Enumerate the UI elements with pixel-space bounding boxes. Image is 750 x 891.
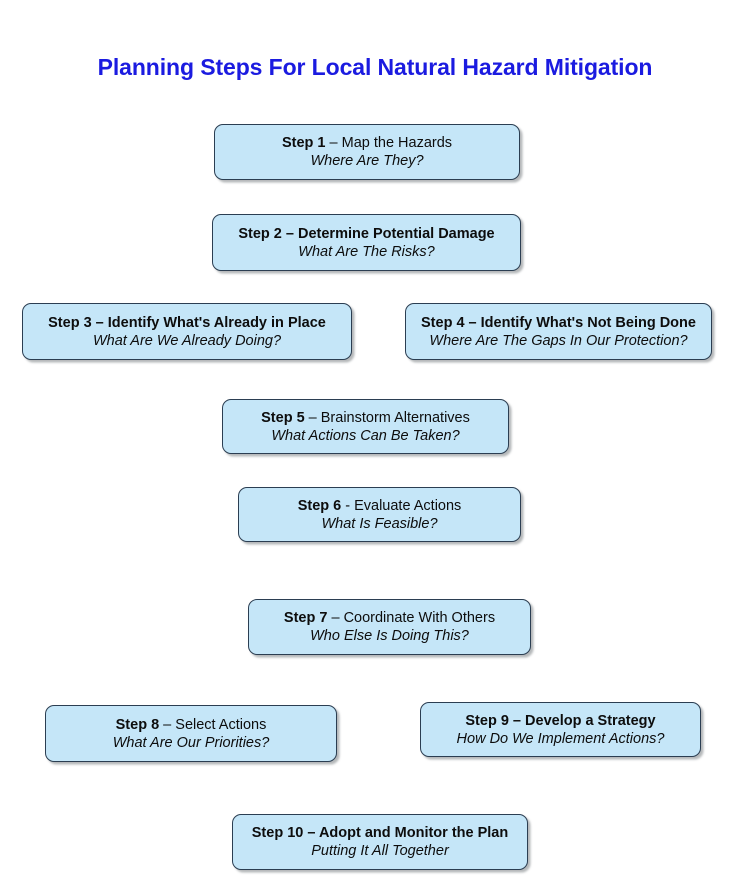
step-4-label: Step 4 (421, 314, 465, 331)
step-6-title: Step 6 - Evaluate Actions (298, 497, 462, 515)
step-box-5[interactable]: Step 5 – Brainstorm Alternatives What Ac… (222, 399, 509, 454)
step-box-2[interactable]: Step 2 – Determine Potential Damage What… (212, 214, 521, 271)
step-6-separator: - (341, 497, 355, 514)
step-10-action: Adopt and Monitor the Plan (318, 825, 509, 841)
step-4-title: Step 4 – Identify What's Not Being Done (421, 314, 696, 332)
step-1-label: Step 1 (281, 135, 326, 151)
step-5-question: What Actions Can Be Taken? (271, 427, 460, 444)
step-box-7[interactable]: Step 7 – Coordinate With Others Who Else… (248, 599, 531, 655)
step-7-label: Step 7 (283, 610, 328, 626)
step-8-action: Select Actions (175, 716, 267, 733)
step-3-label: Step 3 (48, 314, 92, 331)
step-box-9[interactable]: Step 9 – Develop a Strategy How Do We Im… (420, 702, 701, 757)
step-4-question: Where Are The Gaps In Our Protection? (429, 332, 688, 349)
step-8-question: What Are Our Priorities? (112, 734, 270, 751)
step-10-separator: – (303, 825, 319, 841)
step-1-title: Step 1 – Map the Hazards (282, 134, 452, 152)
step-3-title: Step 3 – Identify What's Already in Plac… (48, 314, 326, 332)
step-5-action: Brainstorm Alternatives (320, 409, 470, 426)
step-3-separator: – (91, 314, 108, 331)
step-7-question: Who Else Is Doing This? (310, 628, 469, 644)
step-box-3[interactable]: Step 3 – Identify What's Already in Plac… (22, 303, 352, 360)
step-7-separator: – (327, 610, 344, 626)
page-title: Planning Steps For Local Natural Hazard … (97, 54, 653, 80)
step-9-question: How Do We Implement Actions? (456, 730, 665, 747)
step-1-action: Map the Hazards (341, 135, 453, 151)
step-8-label: Step 8 (115, 716, 160, 733)
step-8-separator: – (159, 716, 176, 733)
step-1-question: Where Are They? (310, 153, 424, 169)
step-6-action: Evaluate Actions (354, 497, 462, 514)
step-9-title: Step 9 – Develop a Strategy (465, 712, 655, 730)
step-3-question: What Are We Already Doing? (92, 332, 282, 349)
step-6-label: Step 6 (297, 497, 342, 514)
step-9-label: Step 9 (465, 712, 509, 729)
step-box-4[interactable]: Step 4 – Identify What's Not Being Done … (405, 303, 712, 360)
step-9-separator: – (508, 712, 526, 729)
step-5-label: Step 5 (261, 409, 305, 426)
step-10-label: Step 10 (251, 825, 304, 841)
step-box-8[interactable]: Step 8 – Select Actions What Are Our Pri… (45, 705, 337, 762)
step-box-6[interactable]: Step 6 - Evaluate Actions What Is Feasib… (238, 487, 521, 542)
step-5-title: Step 5 – Brainstorm Alternatives (261, 409, 470, 427)
step-2-title: Step 2 – Determine Potential Damage (238, 225, 494, 243)
step-2-label: Step 2 (238, 225, 282, 242)
step-1-separator: – (325, 135, 342, 151)
step-4-separator: – (464, 314, 481, 331)
step-8-title: Step 8 – Select Actions (116, 716, 267, 734)
step-7-title: Step 7 – Coordinate With Others (284, 609, 495, 627)
step-5-separator: – (304, 409, 321, 426)
step-box-1[interactable]: Step 1 – Map the Hazards Where Are They? (214, 124, 520, 180)
step-2-question: What Are The Risks? (298, 243, 435, 260)
step-10-question: Putting It All Together (311, 843, 449, 859)
step-box-10[interactable]: Step 10 – Adopt and Monitor the Plan Put… (232, 814, 528, 870)
step-6-question: What Is Feasible? (321, 515, 438, 532)
step-2-action: Determine Potential Damage (298, 225, 495, 242)
step-10-title: Step 10 – Adopt and Monitor the Plan (252, 824, 508, 842)
step-2-separator: – (281, 225, 298, 242)
step-7-action: Coordinate With Others (343, 610, 496, 626)
step-4-action: Identify What's Not Being Done (480, 314, 696, 331)
step-3-action: Identify What's Already in Place (107, 314, 326, 331)
step-9-action: Develop a Strategy (525, 712, 656, 729)
